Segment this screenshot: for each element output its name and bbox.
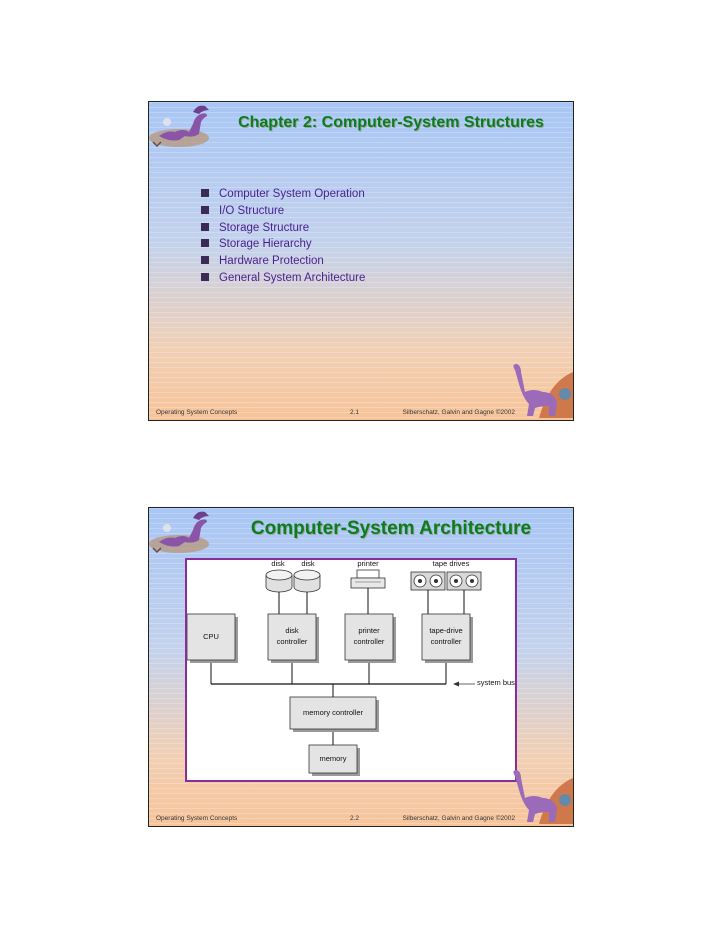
footer-course: Operating System Concepts [156,409,238,416]
list-item: Storage Structure [201,220,365,237]
list-item: I/O Structure [201,203,365,220]
printer-icon [350,569,386,589]
list-item: General System Architecture [201,270,365,287]
tape-drive-icon [446,571,482,591]
square-bullet-icon [201,272,209,281]
tape-drives-label: tape drives [432,559,470,568]
architecture-diagram: disk disk printer tape drives CPU disk c… [185,558,517,782]
tape-drive-icon [410,571,446,591]
square-bullet-icon [201,222,209,231]
printer-controller-label: controller [353,637,385,646]
disk-icon [293,569,321,593]
list-item: Storage Hierarchy [201,236,365,253]
disk-controller-box [267,613,317,661]
tape-controller-label: controller [430,637,462,646]
memory-label: memory [319,754,347,763]
square-bullet-icon [201,239,209,248]
slide-title: Computer-System Architecture [250,518,532,539]
cpu-box [187,613,236,661]
cpu-label: CPU [203,632,219,641]
topic-list: Computer System Operation I/O Structure … [201,186,365,287]
list-item: Hardware Protection [201,253,365,270]
footer-authors: Silberschatz, Galvin and Gagne ©2002 [402,409,515,416]
printer-controller-box [344,613,394,661]
disk-icon [265,569,293,593]
slide-2-1: Chapter 2: Computer-System Structures Co… [148,101,574,421]
tape-controller-box [421,613,471,661]
system-bus-label: system bus [477,678,515,687]
printer-controller-label: printer [358,626,380,635]
dinosaur-logo-icon [149,511,209,554]
footer-slide-number: 2.2 [350,815,360,822]
list-item: Computer System Operation [201,186,365,203]
disk-controller-label: disk [285,626,299,635]
square-bullet-icon [201,256,209,265]
memory-box [308,744,358,774]
disk-label: disk [271,559,285,568]
footer-authors: Silberschatz, Galvin and Gagne ©2002 [402,815,515,822]
dinosaur-corner-icon [513,364,573,418]
printer-label: printer [357,559,379,568]
slide-title: Chapter 2: Computer-System Structures [238,114,544,131]
slide-2-2: Computer-System Architecture [148,507,574,827]
dinosaur-corner-icon [513,770,573,824]
dinosaur-logo-icon [149,105,209,148]
architecture-diagram-lines [187,569,482,776]
tape-controller-label: tape-drive [429,626,463,635]
footer-course: Operating System Concepts [156,815,238,822]
square-bullet-icon [201,189,209,197]
disk-controller-label: controller [276,637,308,646]
memory-controller-box [289,696,377,730]
disk-label: disk [301,559,315,568]
footer-slide-number: 2.1 [350,409,360,416]
memory-controller-label: memory controller [302,708,363,717]
square-bullet-icon [201,205,209,214]
bus-arrow-icon [453,681,459,687]
